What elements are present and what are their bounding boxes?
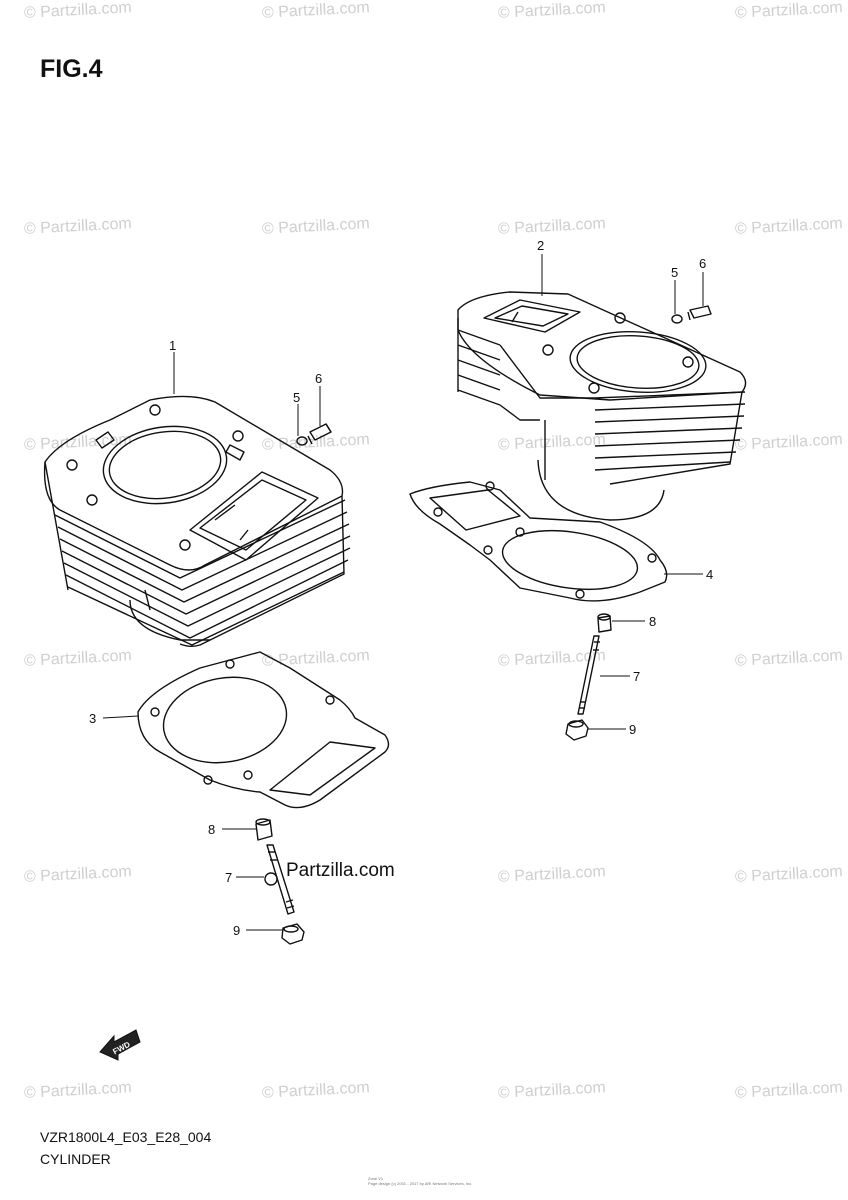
callout-5: 5 (293, 390, 300, 405)
callout-9: 9 (233, 923, 240, 938)
callout-1: 1 (169, 338, 176, 353)
rear-cylinder-stud[interactable] (577, 635, 600, 715)
front-dowel-pin[interactable] (255, 818, 273, 841)
callout-9: 9 (629, 722, 636, 737)
callout-3: 3 (89, 711, 96, 726)
figure-name: CYLINDER (40, 1151, 111, 1167)
callout-6: 6 (315, 371, 322, 386)
rear-o-ring[interactable] (671, 314, 683, 324)
credit-line-2: Page design (c) 2001 - 2017 by ARI Netwo… (368, 1181, 473, 1186)
callout-2: 2 (537, 238, 544, 253)
figure-model-code: VZR1800L4_E03_E28_004 (40, 1129, 212, 1145)
front-stud-nut[interactable] (281, 923, 305, 945)
callout-8: 8 (208, 822, 215, 837)
rear-stud-nut[interactable] (565, 719, 589, 741)
front-cylinder-stud[interactable] (264, 844, 295, 915)
callout-7: 7 (225, 870, 232, 885)
front-cylinder[interactable] (43, 395, 351, 647)
page-credit: Zone V1 Page design (c) 2001 - 2017 by A… (368, 1176, 472, 1186)
callout-4: 4 (706, 567, 713, 582)
figure-title: FIG.4 (40, 55, 103, 83)
partzilla-mark: Partzilla.com (286, 860, 395, 881)
front-cylinder-gasket[interactable] (137, 651, 390, 809)
credit-line-1: Zone V1 (368, 1176, 384, 1181)
front-o-ring[interactable] (296, 436, 308, 446)
rear-cylinder[interactable] (457, 291, 747, 521)
callout-5: 5 (671, 265, 678, 280)
rear-cylinder-gasket[interactable] (409, 481, 668, 602)
callout-6: 6 (699, 256, 706, 271)
front-oil-fitting[interactable] (307, 423, 332, 445)
rear-dowel-pin[interactable] (597, 613, 612, 633)
rear-oil-fitting[interactable] (687, 305, 712, 321)
forward-arrow-icon: FWD (99, 1029, 141, 1061)
callout-8: 8 (649, 614, 656, 629)
callout-7: 7 (633, 669, 640, 684)
